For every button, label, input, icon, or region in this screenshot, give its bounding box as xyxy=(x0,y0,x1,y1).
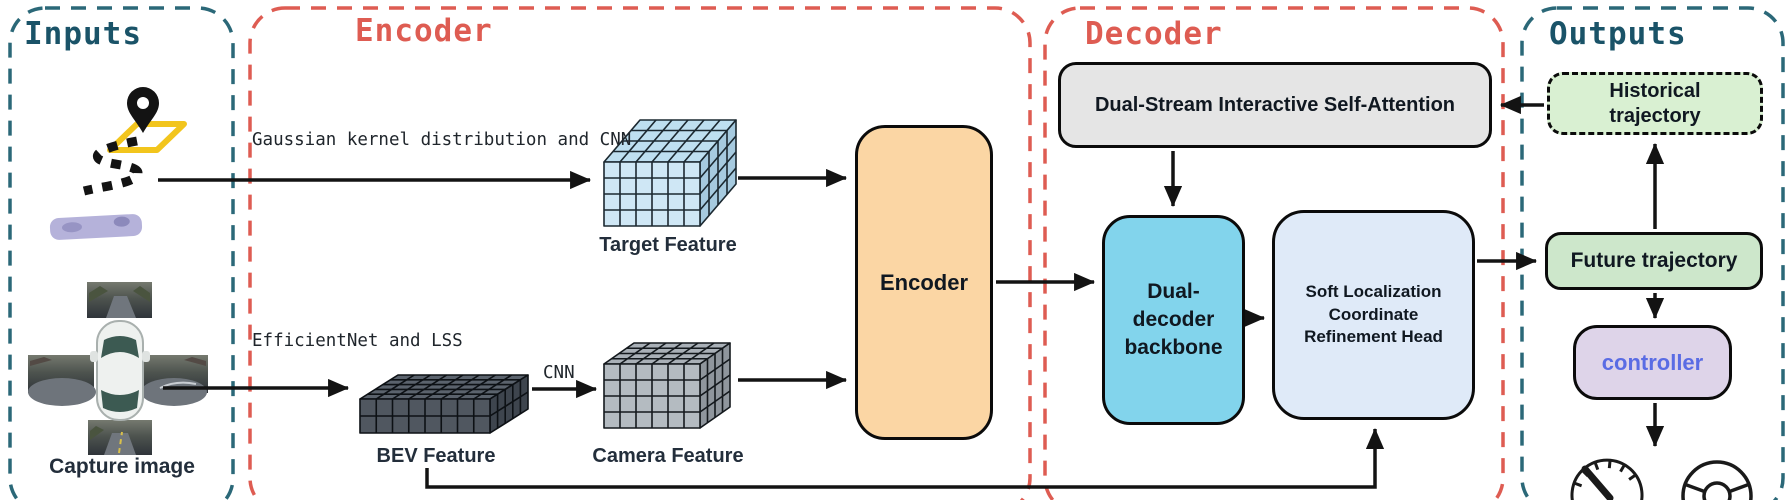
destination-area-icon xyxy=(107,121,187,153)
gaussian-cnn-caption: Gaussian kernel distribution and CNN xyxy=(252,130,632,150)
refinement-label-line3: Refinement Head xyxy=(1304,327,1443,347)
ego-vehicle-thumbnail xyxy=(49,214,143,240)
camera-feature-cube xyxy=(603,342,731,429)
bev-feature-cube xyxy=(359,374,529,434)
historical-label-line2: trajectory xyxy=(1609,104,1701,127)
surround-camera-images xyxy=(28,282,208,455)
flow-arrows xyxy=(158,95,1665,489)
refinement-label-line1: Soft Localization xyxy=(1305,281,1442,301)
arrow-bev-feedback-to-refinement xyxy=(425,427,1385,489)
historical-trajectory-block: Historical trajectory xyxy=(1547,72,1763,135)
backbone-label-line3: backbone xyxy=(1124,335,1223,359)
outputs-section-title: Outputs xyxy=(1549,16,1687,52)
vehicle-top-view xyxy=(90,320,150,421)
camera-image-right xyxy=(141,355,208,406)
inputs-section-title: Inputs xyxy=(24,16,142,52)
location-pin-hole xyxy=(137,97,149,109)
location-pin-icon xyxy=(127,87,159,133)
inputs-section-border xyxy=(8,6,235,500)
cnn-caption: CNN xyxy=(543,363,575,383)
backbone-label-line1: Dual- xyxy=(1147,280,1200,304)
target-feature-label: Target Feature xyxy=(599,234,737,256)
encoder-block: Encoder xyxy=(855,125,993,440)
efficientnet-lss-caption: EfficientNet and LSS xyxy=(252,331,463,351)
refinement-head-block: Soft Localization Coordinate Refinement … xyxy=(1272,210,1475,420)
encoder-block-label: Encoder xyxy=(879,269,969,295)
historical-label-line1: Historical xyxy=(1609,79,1701,102)
capture-image-label: Capture image xyxy=(49,455,195,478)
encoder-section-title: Encoder xyxy=(355,13,493,49)
future-trajectory-label: Future trajectory xyxy=(1570,249,1738,272)
controller-label: controller xyxy=(1601,349,1704,375)
encoder-section-border xyxy=(248,6,1032,500)
self-attention-label: Dual-Stream Interactive Self-Attention xyxy=(1094,93,1456,116)
future-trajectory-block: Future trajectory xyxy=(1545,232,1763,290)
camera-image-front xyxy=(87,282,152,318)
controller-block: controller xyxy=(1573,325,1732,400)
steering-wheel-icon xyxy=(1681,460,1753,500)
camera-image-left xyxy=(28,355,96,406)
refinement-label-line2: Coordinate xyxy=(1328,304,1419,324)
backbone-label-line2: decoder xyxy=(1132,308,1215,332)
target-feature-cube xyxy=(603,119,737,227)
bev-feature-label: BEV Feature xyxy=(376,445,496,467)
route-map-icon xyxy=(49,87,187,240)
dual-decoder-backbone-block: Dual- decoder backbone xyxy=(1102,215,1245,425)
camera-image-rear xyxy=(88,420,152,455)
speedometer-icon xyxy=(1570,458,1644,500)
self-attention-block: Dual-Stream Interactive Self-Attention xyxy=(1058,62,1492,148)
camera-feature-label: Camera Feature xyxy=(592,445,744,467)
decoder-section-title: Decoder xyxy=(1085,16,1223,52)
